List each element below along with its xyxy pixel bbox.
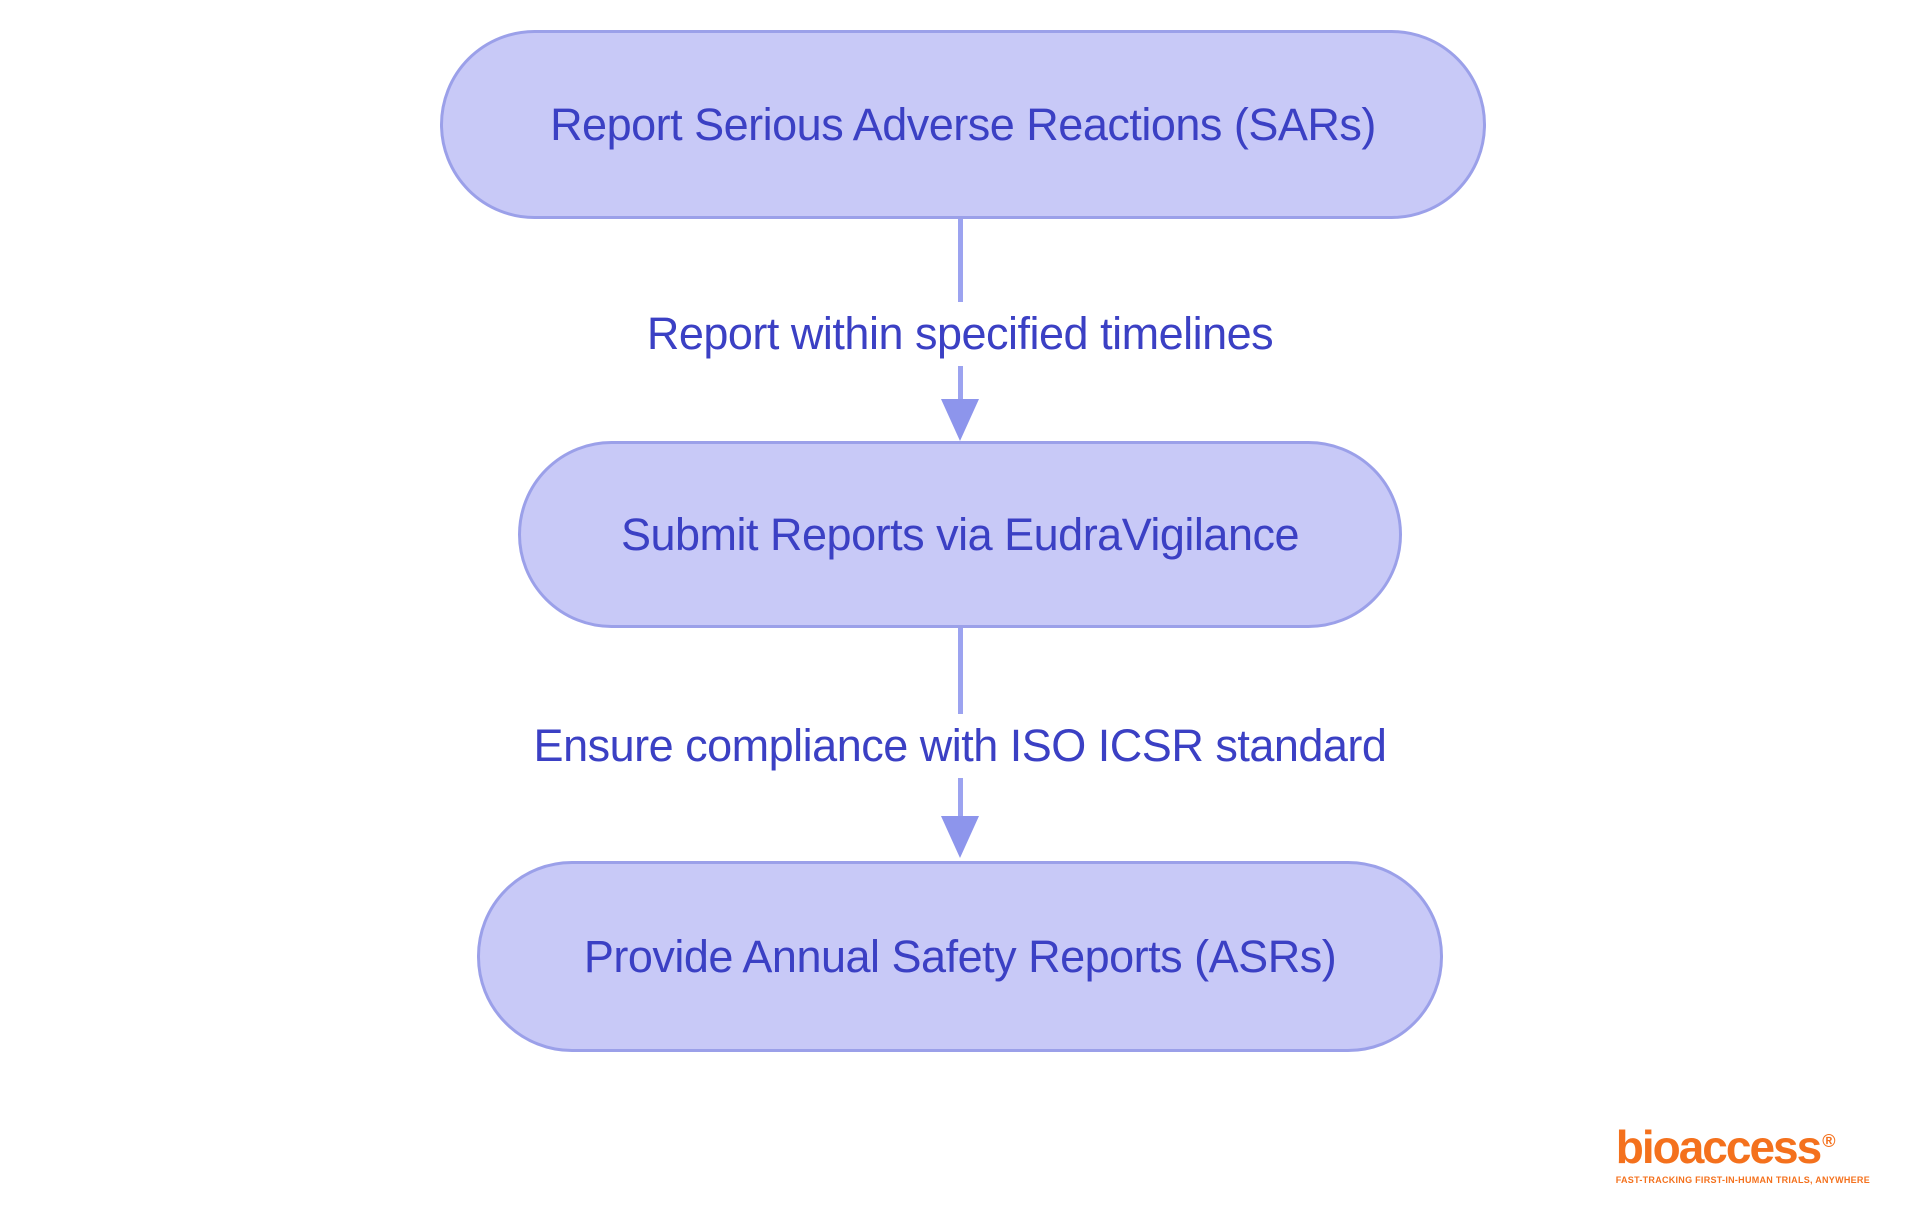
flow-node-eudravigilance: Submit Reports via EudraVigilance	[518, 441, 1402, 628]
edge-label-iso-icsr: Ensure compliance with ISO ICSR standard	[519, 714, 1401, 778]
flow-node-report-sars: Report Serious Adverse Reactions (SARs)	[440, 30, 1486, 219]
bioaccess-tagline: FAST-TRACKING FIRST-IN-HUMAN TRIALS, ANY…	[1615, 1175, 1870, 1185]
flow-node-annual-safety-reports: Provide Annual Safety Reports (ASRs)	[477, 861, 1443, 1052]
flow-node-report-sars-label: Report Serious Adverse Reactions (SARs)	[550, 98, 1376, 150]
edge-label-timelines: Report within specified timelines	[632, 302, 1288, 366]
bioaccess-logo: bioaccess® FAST-TRACKING FIRST-IN-HUMAN …	[1616, 1124, 1870, 1185]
bioaccess-wordmark-text: bioaccess	[1615, 1121, 1822, 1173]
registered-trademark-icon: ®	[1822, 1130, 1836, 1151]
flow-node-eudravigilance-label: Submit Reports via EudraVigilance	[620, 508, 1300, 560]
arrow-2-head-icon	[941, 816, 979, 858]
flow-node-annual-safety-reports-label: Provide Annual Safety Reports (ASRs)	[583, 930, 1337, 982]
arrow-1-head-icon	[941, 399, 979, 441]
bioaccess-wordmark: bioaccess®	[1616, 1124, 1870, 1170]
